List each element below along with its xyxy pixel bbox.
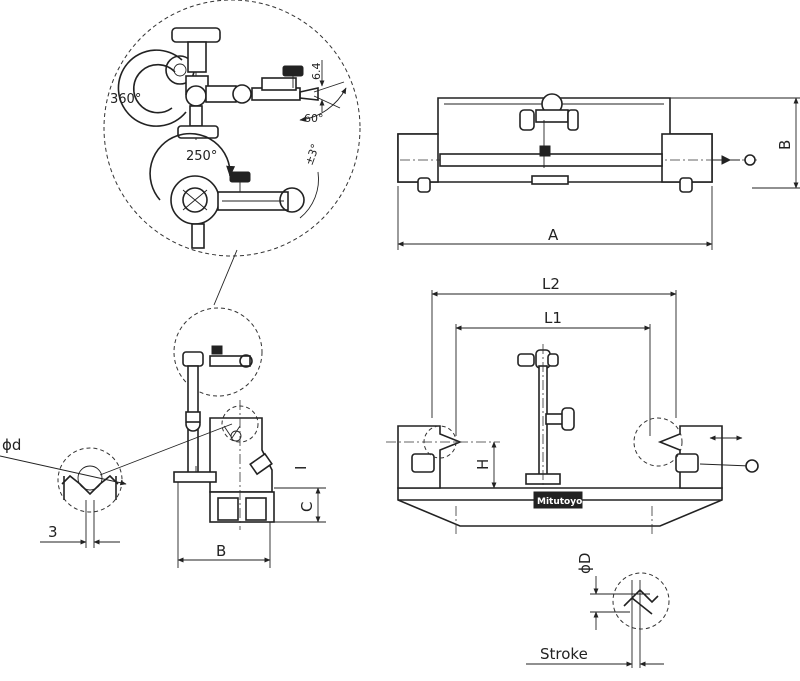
dim-C-label: C [298, 502, 316, 512]
dim-phi-d-label: ϕd [2, 436, 21, 454]
dim-I-label: I [292, 466, 310, 470]
dim-H-label: H [474, 459, 492, 470]
phi-D-detail: ϕD Stroke [526, 553, 670, 668]
angle-60-label: 60° [304, 112, 324, 125]
dim-A-label: A [548, 226, 559, 244]
detail-view: 360° 6.4 60° 250° ±3° [103, 0, 361, 306]
dim-L1-label: L1 [544, 309, 562, 327]
dim-L2-label: L2 [542, 275, 560, 293]
dim-phi-D-label: ϕD [576, 553, 594, 574]
angle-250-label: 250° [186, 149, 217, 164]
size-6-4-label: 6.4 [310, 63, 323, 81]
front-view: Mitutoyo L2 L1 H [386, 275, 759, 534]
dim-stroke-label: Stroke [540, 645, 588, 663]
angle-360-label: 360° [110, 92, 141, 107]
brand-label: Mitutoyo [537, 497, 582, 507]
dim-B-side-label: B [216, 542, 226, 560]
dim-3-label: 3 [48, 523, 58, 541]
rotation-arc-360 [117, 49, 187, 127]
angle-pm3-label: ±3° [303, 142, 323, 167]
top-view: A B [397, 93, 800, 250]
dim-B-label: B [776, 140, 794, 150]
phi-d-detail: ϕd 3 [0, 436, 127, 548]
rotation-arc-250 [149, 132, 236, 201]
side-view: B C I [99, 307, 326, 568]
